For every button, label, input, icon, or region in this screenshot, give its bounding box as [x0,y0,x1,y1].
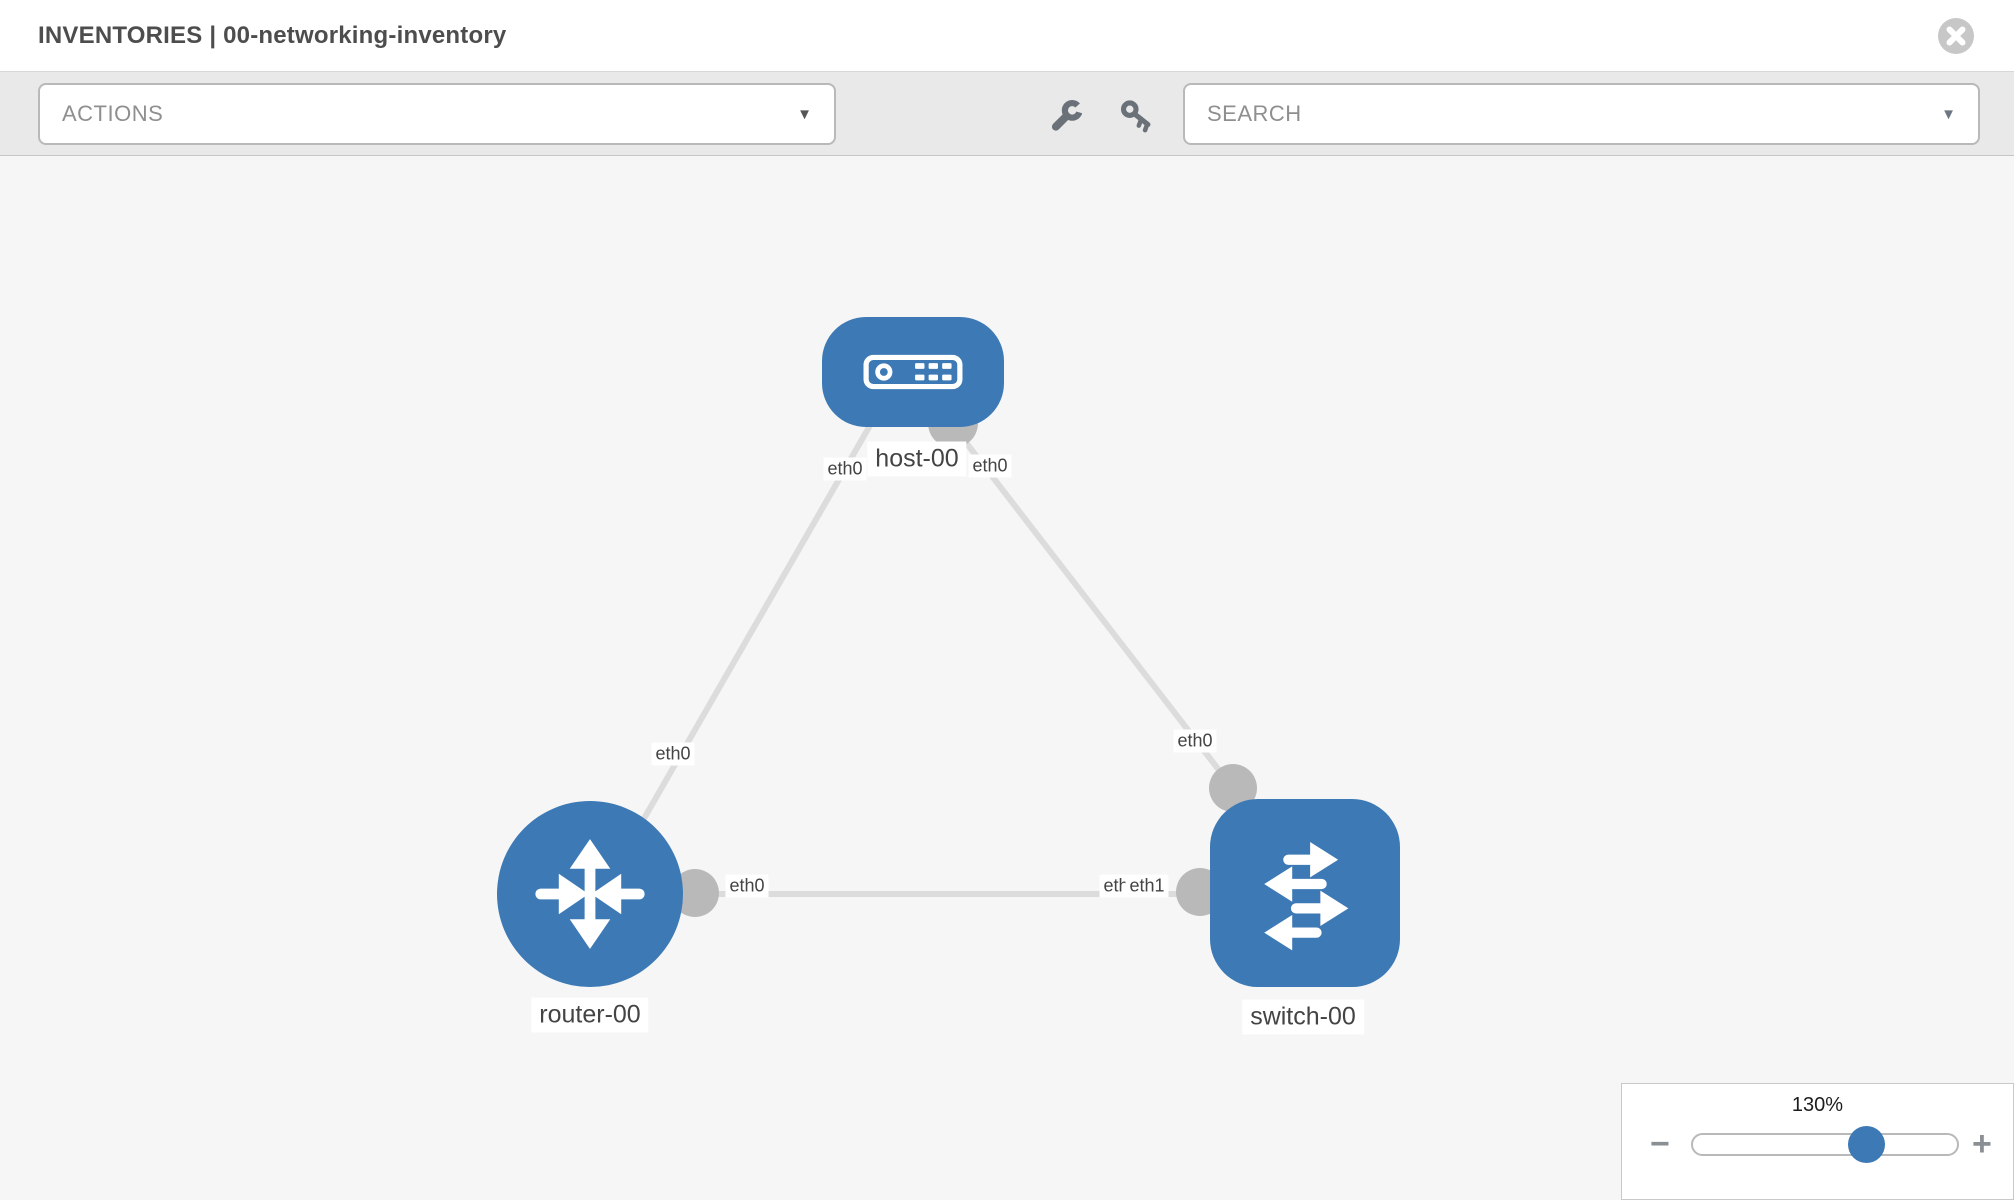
host-icon [863,354,963,390]
actions-dropdown[interactable]: ACTIONS ▼ [38,83,836,145]
key-icon [1120,100,1151,133]
interface-label-switch-eth0-top: eth0 [1173,729,1217,753]
zoom-slider-knob[interactable] [1848,1126,1885,1163]
node-host-00[interactable] [822,317,1004,427]
topology-links-layer [600,398,1257,917]
configure-tools-button[interactable] [1044,96,1088,136]
interface-label-host-eth0-left: eth0 [823,457,867,481]
topology-canvas[interactable]: host-00 router-00 switch-00 eth0 eth0 et… [0,157,2014,1200]
actions-dropdown-label: ACTIONS [62,101,164,126]
toolbar: ACTIONS ▼ SEARCH ▼ [0,72,2014,156]
close-button[interactable] [1936,16,1976,56]
interface-label-router-eth0-right: eth0 [725,874,769,898]
node-label-router: router-00 [531,997,649,1033]
wrench-icon [1051,99,1084,131]
zoom-control-panel: 130% − + [1621,1083,2014,1200]
port-dot-router [671,869,719,917]
search-dropdown-label: SEARCH [1207,101,1302,126]
credentials-key-button[interactable] [1114,96,1158,136]
close-icon [1938,17,1974,54]
link-host-switch [951,425,1235,789]
page-title: INVENTORIES | 00-networking-inventory [38,21,507,49]
zoom-out-button[interactable]: − [1650,1125,1670,1163]
search-dropdown[interactable]: SEARCH ▼ [1183,83,1980,145]
node-switch-00[interactable] [1210,799,1400,987]
interface-label-host-eth0-right: eth0 [968,454,1012,478]
zoom-percent-readout: 130% [1791,1094,1844,1116]
node-router-00[interactable] [497,801,683,987]
interface-label-switch-eth1: eth1 [1125,874,1169,898]
zoom-in-button[interactable]: + [1972,1125,1992,1163]
node-label-host: host-00 [867,441,967,477]
zoom-slider-track[interactable] [1691,1126,1959,1163]
router-icon [535,839,645,949]
chevron-down-icon: ▼ [797,105,812,123]
interface-label-router-eth0-up: eth0 [651,742,695,766]
chevron-down-icon: ▼ [1941,105,1956,123]
switch-icon [1264,842,1349,951]
node-label-switch: switch-00 [1242,999,1364,1035]
header: INVENTORIES | 00-networking-inventory [0,0,2014,72]
